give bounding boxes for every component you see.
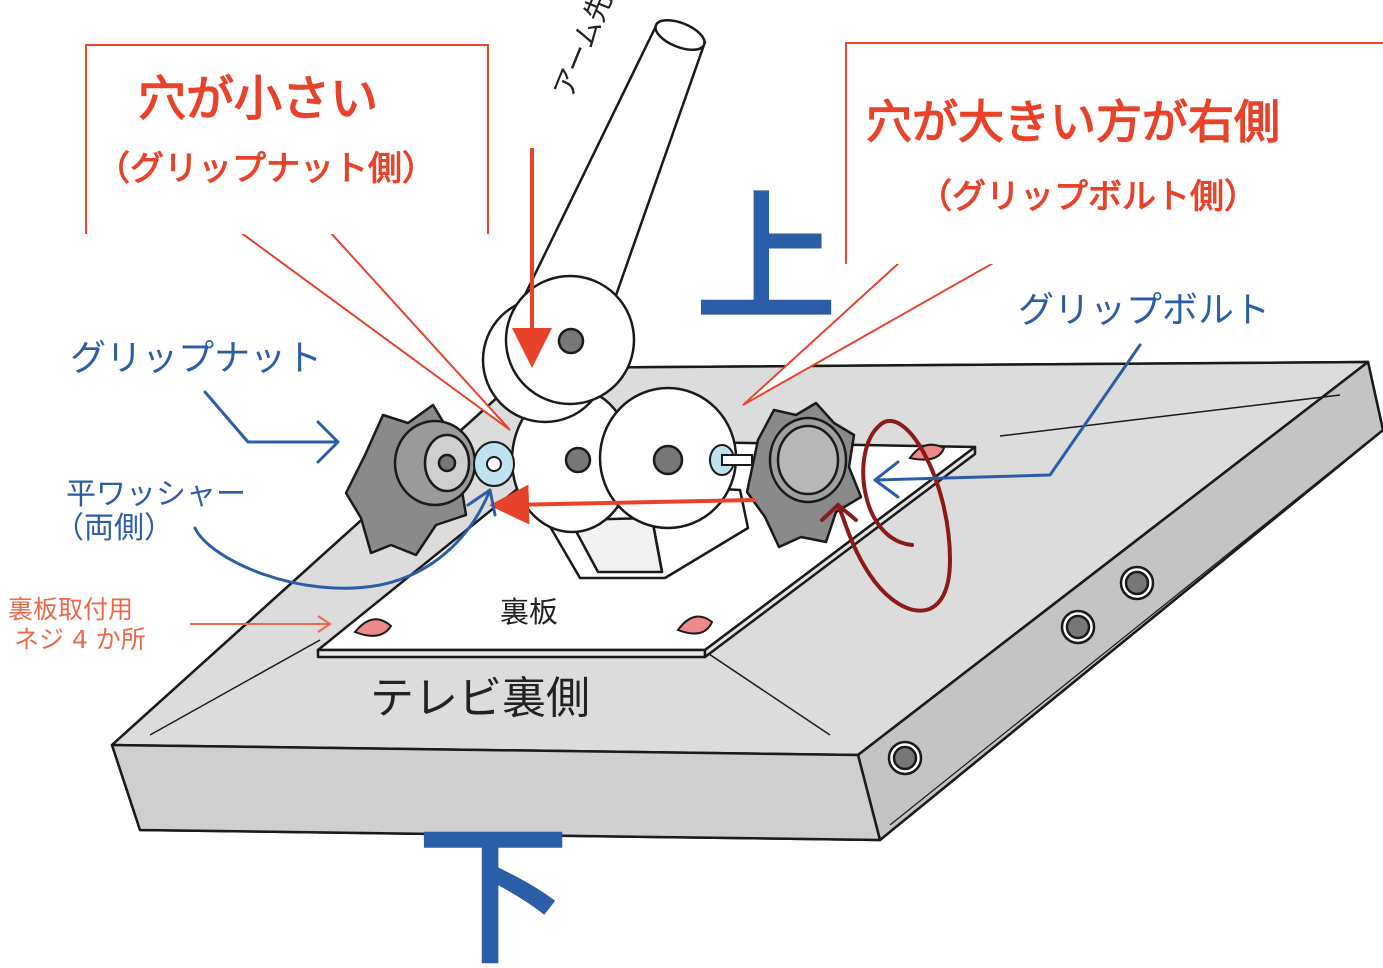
- arm-tip: [481, 18, 707, 424]
- flat-washers: [473, 441, 753, 487]
- flat-washer-label: 平ワッシャー: [66, 477, 246, 512]
- small-hole-title: 穴が小さい: [138, 71, 379, 127]
- large-hole-title: 穴が大きい方が右側: [866, 95, 1280, 149]
- screws-pointer: [190, 615, 332, 633]
- back-plate-label: 裏板: [500, 595, 559, 629]
- plate-screws-count: ネジ 4 か所: [14, 625, 146, 654]
- plate-screws-label: 裏板取付用: [8, 595, 134, 624]
- small-hole-callout: [85, 44, 489, 234]
- small-hole-subtitle: （グリップナット側）: [96, 149, 436, 189]
- tv-back-label: テレビ裏側: [370, 673, 590, 724]
- flat-washer-both-sides: （両側）: [54, 511, 174, 546]
- label-pointers: [193, 343, 1142, 590]
- left-bracket-ear: [510, 386, 634, 534]
- large-hole-subtitle: （グリップボルト側）: [918, 177, 1258, 217]
- grip-nut-knob: [344, 403, 477, 557]
- large-hole-callout: [845, 42, 1383, 264]
- down-label: 下: [418, 811, 569, 968]
- insertion-arrows: [489, 148, 756, 525]
- grip-bolt-label: グリップボルト: [1018, 290, 1271, 331]
- tv-side-ports: [887, 565, 1155, 776]
- mount-screws: [353, 443, 946, 637]
- grip-bolt-knob: [745, 401, 863, 549]
- rotation-arrow: [820, 418, 953, 613]
- up-label: 上: [696, 179, 837, 342]
- grip-nut-label: グリップナット: [70, 338, 323, 379]
